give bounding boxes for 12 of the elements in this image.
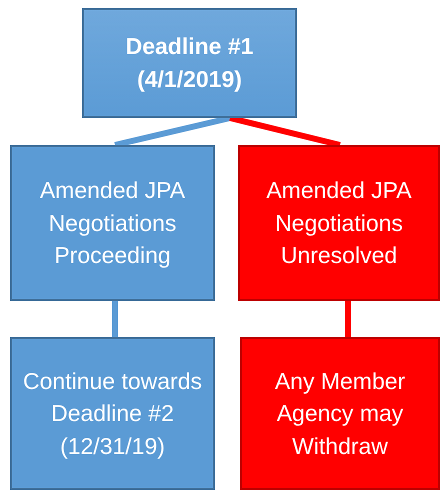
connector-line: [112, 301, 118, 337]
box-text: Any Member Agency may Withdraw: [274, 366, 406, 461]
connector-line: [345, 301, 351, 337]
box-text: Deadline #1 (4/1/2019): [124, 32, 254, 94]
process-box: [82, 8, 297, 118]
process-box: [10, 145, 215, 301]
process-box: [10, 337, 215, 490]
process-box: [238, 145, 440, 301]
box-text: Amended JPA Negotiations Proceeding: [38, 176, 186, 270]
process-box: [240, 337, 440, 490]
box-text: Continue towards Deadline #2 (12/31/19): [22, 366, 203, 461]
box-text: Amended JPA Negotiations Unresolved: [265, 176, 413, 270]
